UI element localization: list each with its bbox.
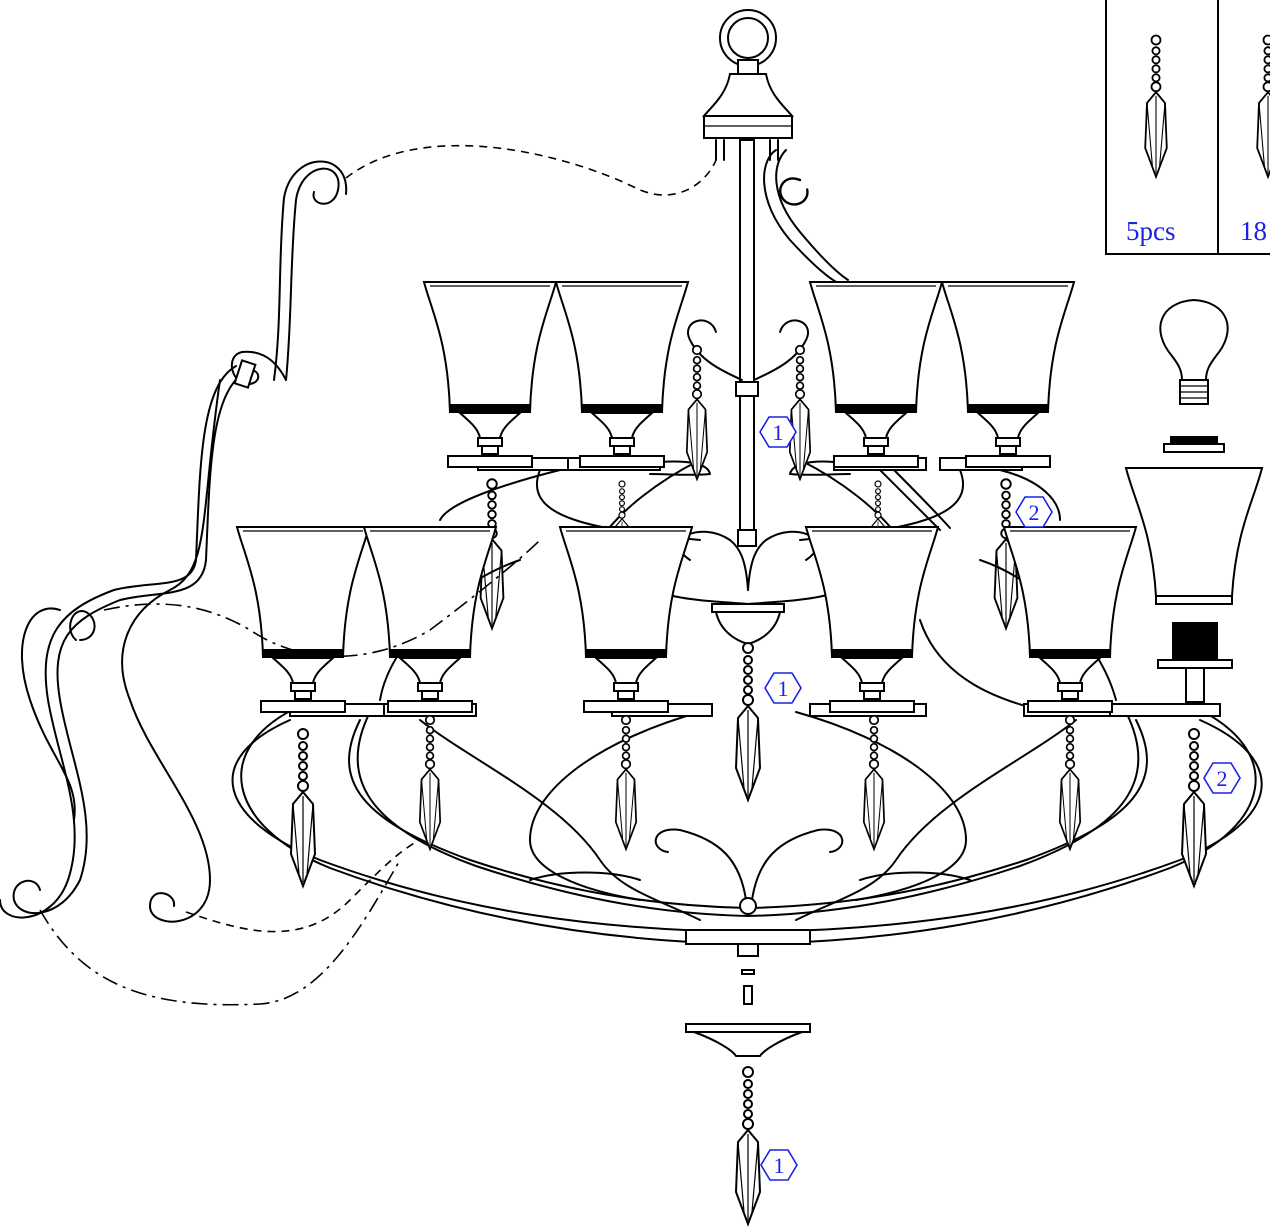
detached-scroll-arms — [0, 160, 348, 923]
lower-shade-5 — [1003, 526, 1137, 713]
callout-1-upper: 1 — [759, 416, 797, 448]
quantity-label-large: 18 — [1240, 216, 1267, 246]
upper-shade-4 — [941, 281, 1075, 468]
callout-2-upper: 2 — [1015, 496, 1053, 528]
light-bulb-icon — [1159, 298, 1229, 405]
svg-text:2: 2 — [1029, 500, 1040, 525]
center-rod — [735, 139, 759, 547]
upper-shade-1 — [423, 281, 557, 468]
svg-text:2: 2 — [1217, 766, 1228, 791]
lower-shade-3 — [559, 526, 693, 713]
assembly-guide-lines — [39, 144, 717, 1006]
quantity-label-small: 5pcs — [1126, 216, 1176, 246]
lower-shade-4 — [805, 526, 939, 713]
svg-text:1: 1 — [774, 1153, 785, 1178]
callout-2-lower: 2 — [1203, 762, 1241, 794]
support-arm — [763, 149, 843, 286]
lower-hub-scrolls — [529, 828, 971, 915]
upper-shade-3 — [809, 281, 943, 468]
exploded-shade — [1124, 467, 1264, 605]
shade-ring-icon — [1163, 436, 1225, 453]
parts-box: 5pcs 18 — [1105, 0, 1270, 255]
lower-shade-1 — [236, 526, 370, 713]
socket-icon — [1157, 622, 1233, 703]
canopy-curl — [779, 177, 809, 206]
upper-shade-2 — [555, 281, 689, 468]
hanging-ring — [719, 9, 777, 75]
svg-text:1: 1 — [773, 420, 784, 445]
bottom-finial — [685, 969, 811, 1225]
ceiling-canopy — [701, 73, 795, 161]
callout-1-bottom: 1 — [760, 1149, 798, 1181]
callout-1-middle: 1 — [764, 672, 802, 704]
svg-text:1: 1 — [778, 676, 789, 701]
